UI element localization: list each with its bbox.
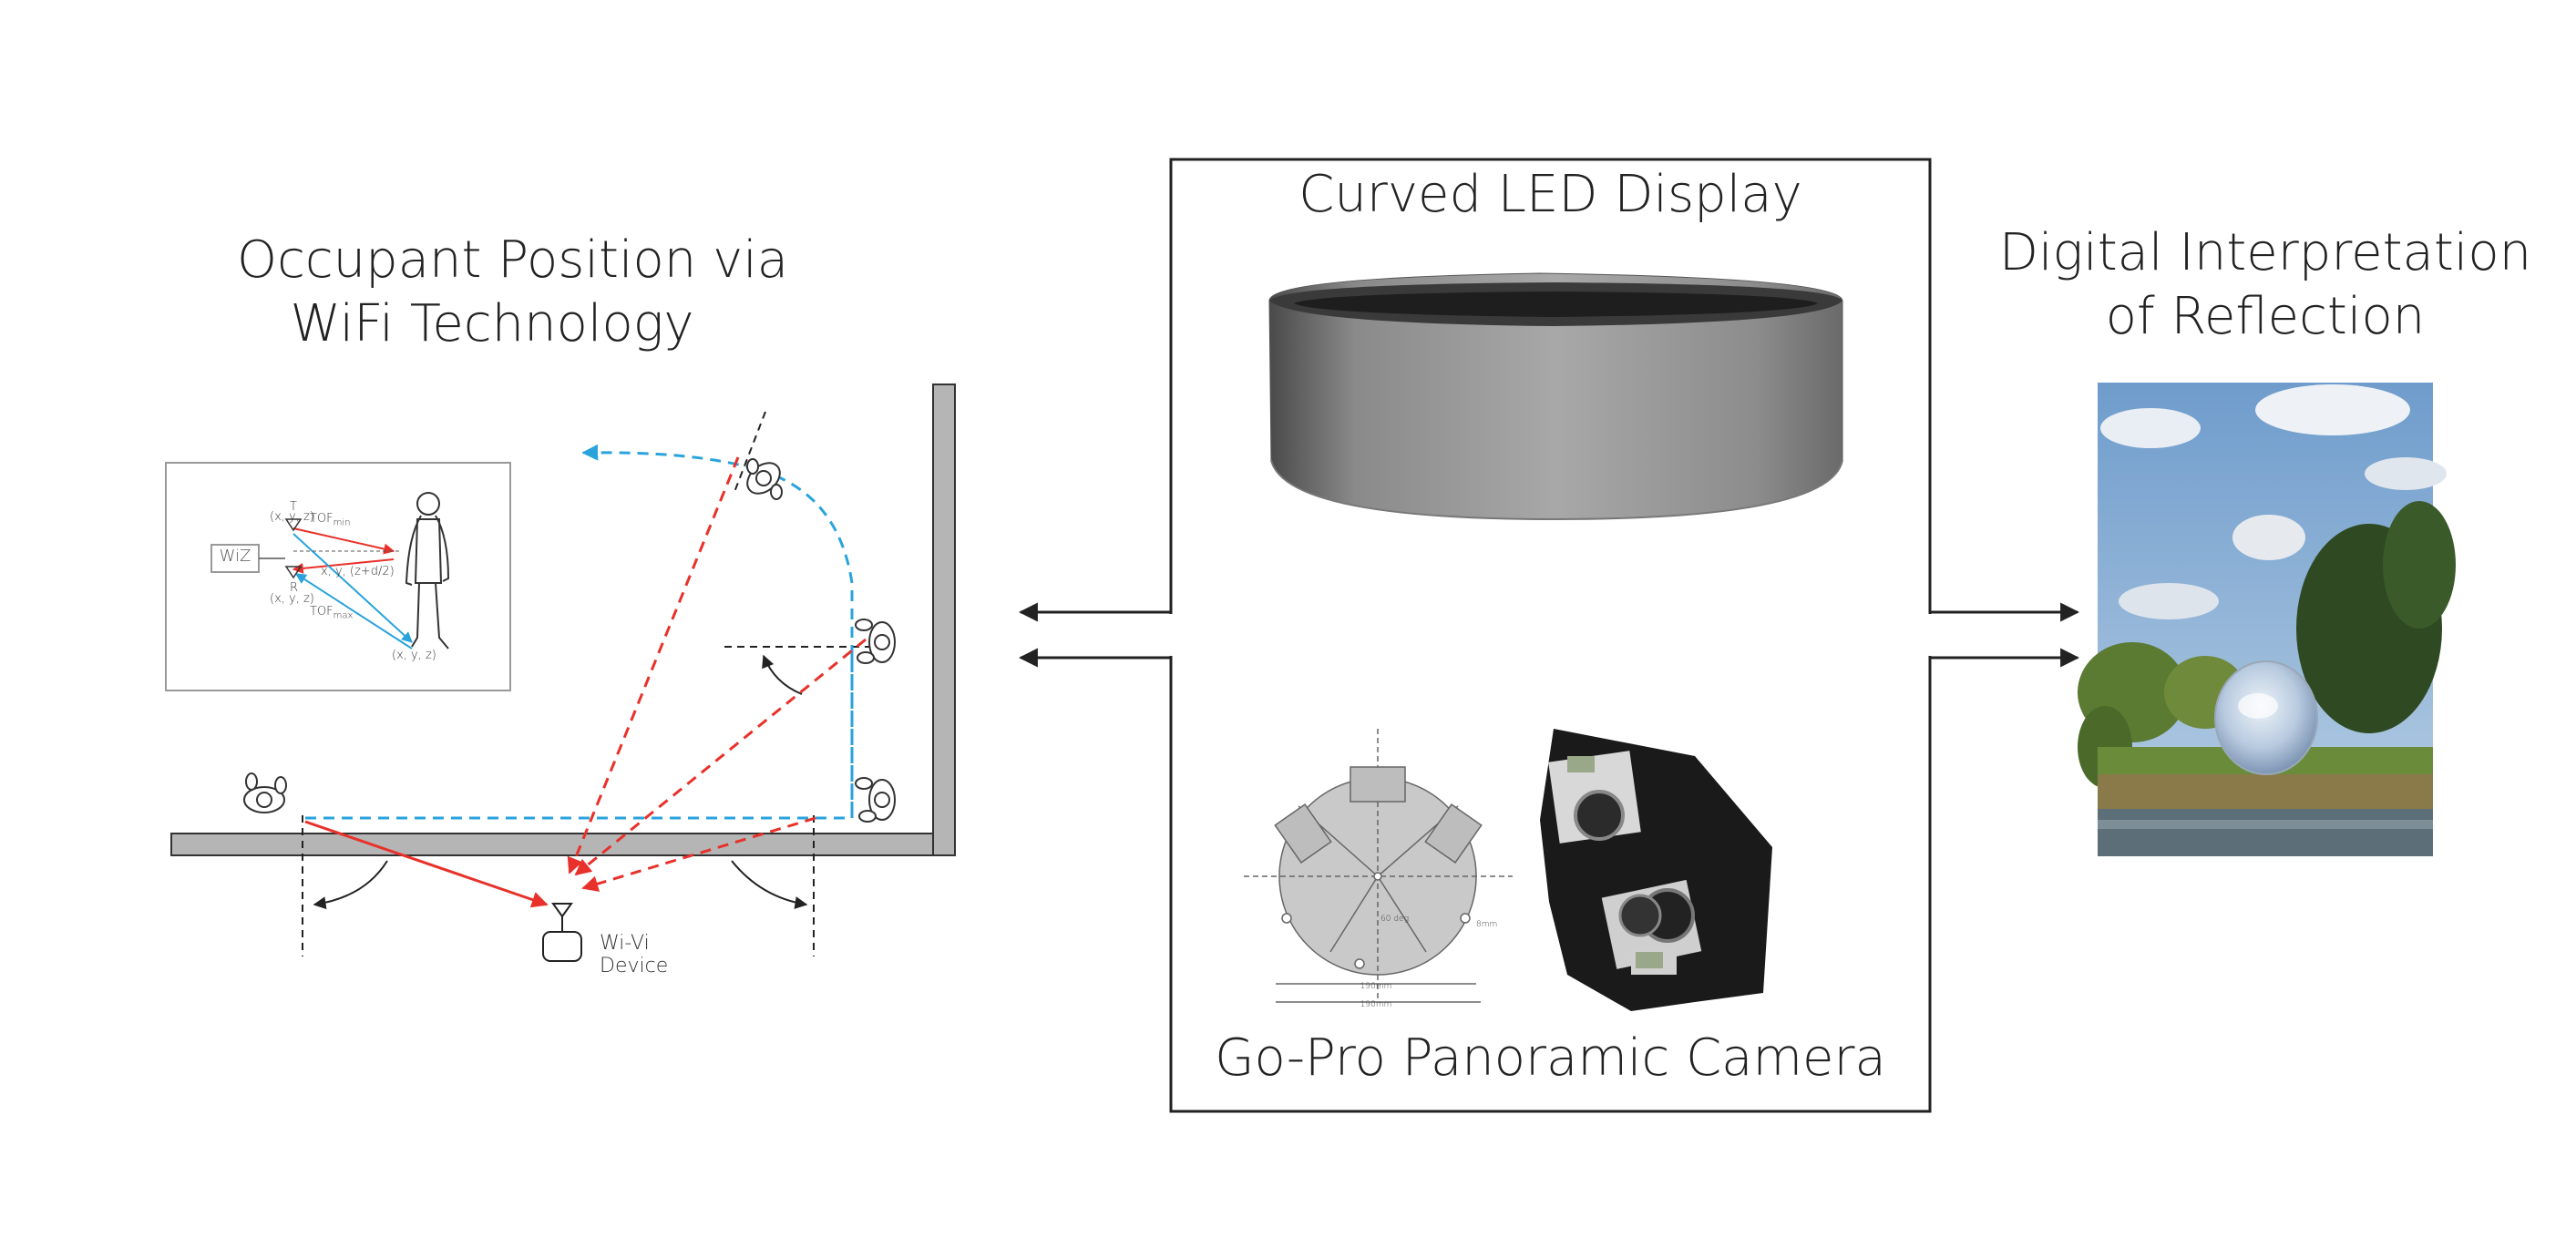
gopro-camera-image xyxy=(1540,729,1772,1011)
drawing-dim-3: 8mm xyxy=(1476,920,1498,929)
person-icon xyxy=(243,772,287,813)
floor-wall xyxy=(170,833,956,856)
camera-mount-drawing xyxy=(1244,729,1513,1003)
person-icon xyxy=(855,619,896,664)
right-title-line2: of Reflection xyxy=(2105,287,2426,346)
inset-coord-person: (x, y, z) xyxy=(392,649,436,662)
inset-tof-max: TOFmax xyxy=(310,605,354,621)
standing-person-icon xyxy=(405,492,450,649)
inset-coord-bottom: (x, y, z) xyxy=(270,592,314,606)
device-label-line1: Wi-Vi xyxy=(600,932,650,955)
inset-coord-mid: x, y, (z+d/2) xyxy=(321,565,395,578)
person-icon xyxy=(746,458,783,500)
wiz-box-label: WiZ xyxy=(219,547,251,566)
inset-letter-r: R xyxy=(290,581,299,595)
device-label-line2: Device xyxy=(600,955,669,977)
left-title-line2: WiFi Technology xyxy=(290,294,694,353)
inset-tof-min: TOFmin xyxy=(310,512,351,528)
wivi-device-icon xyxy=(542,903,582,962)
drawing-angle: 60 deg xyxy=(1380,915,1409,924)
gopro-camera-label: Go-Pro Panoramic Camera xyxy=(1215,1028,1886,1088)
side-wall xyxy=(932,384,956,856)
led-display-image xyxy=(1268,272,1843,521)
reflection-photo xyxy=(2078,383,2456,856)
left-title-line1: Occupant Position via xyxy=(237,230,789,290)
inset-letter-t: T xyxy=(290,500,297,514)
floor-plan xyxy=(170,384,956,962)
right-title-line1: Digital Interpretation xyxy=(1998,223,2532,282)
person-icon xyxy=(855,777,896,823)
wiz-inset xyxy=(165,462,511,691)
inset-coord-top: (x, y, z) xyxy=(270,510,314,524)
led-display-label: Curved LED Display xyxy=(1298,165,1802,224)
drawing-dim-1: 190mm xyxy=(1360,982,1392,991)
drawing-dim-2: 190mm xyxy=(1360,1000,1392,1009)
center-panel xyxy=(1018,158,2080,1113)
